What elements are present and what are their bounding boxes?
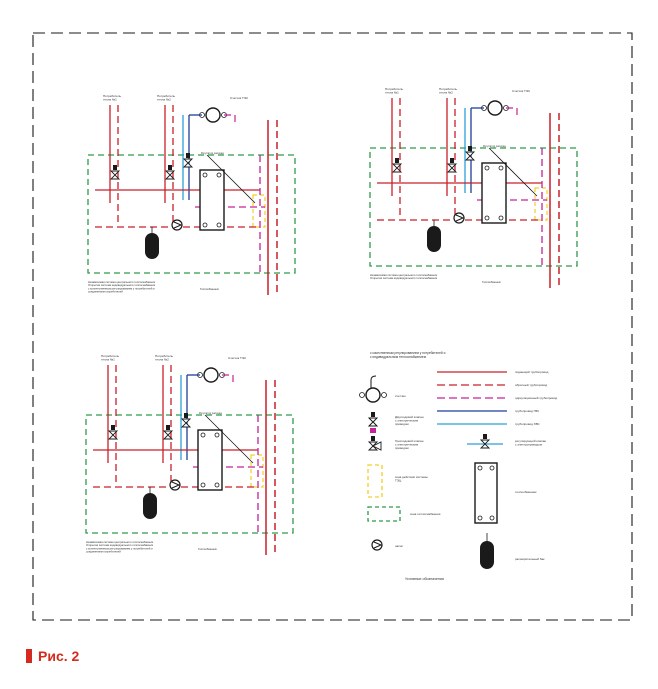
heat-exchanger: [197, 429, 223, 491]
expansion-tank: [145, 227, 159, 259]
legend-right-4: трубопровод ХВС: [515, 422, 541, 426]
legend-right-1: обратный трубопровод: [515, 383, 547, 387]
legend-left-4: зона теплоснабжения: [410, 512, 441, 516]
control-link: [206, 154, 256, 204]
tec-zone: [250, 454, 264, 488]
legend-left-1: Двухходовой клапан с электрическим приво…: [395, 415, 424, 426]
meter-circulation: [224, 114, 236, 125]
expansion-tank-icon: [480, 533, 494, 569]
valve-consumer-2: [164, 165, 176, 180]
meter-symbol: [199, 107, 227, 123]
meter-symbol: [359, 375, 387, 403]
legend-right-6: теплообменник: [515, 490, 537, 494]
legend-left-5: насос: [395, 544, 404, 548]
legend-right-3: трубопровод ГВС: [515, 409, 540, 413]
scheme-notes: Независимая система центрального теплосн…: [86, 540, 154, 554]
legend-left-3: зона действия системы ТЭЦ: [395, 475, 429, 483]
valve-label: Регулятор расхода: [199, 411, 222, 415]
control-link: [488, 147, 538, 197]
expansion-tank: [143, 487, 157, 519]
circulation-pump: [169, 479, 181, 491]
valve-hot-water: [464, 146, 476, 161]
valve-hot-water: [180, 413, 192, 428]
loop-label: Теплообменник: [200, 287, 220, 291]
meter-symbol: [481, 100, 509, 116]
heat-exchanger-icon: [474, 462, 498, 524]
heat-zone-symbol: [367, 506, 401, 522]
legend-left-2: Трехходовой клапан с электрическим приво…: [395, 439, 424, 450]
circulation-pump: [453, 212, 465, 224]
valve-hot-water: [182, 153, 194, 168]
scheme-notes: Независимая система центрального теплосн…: [370, 273, 438, 280]
loop-label: Теплообменник: [198, 547, 218, 551]
meter-label: Счетчик ТЭС: [512, 89, 531, 93]
valve-consumer-1: [391, 158, 403, 173]
heat-exchanger: [481, 162, 507, 224]
loop-label: Теплообменник: [482, 280, 502, 284]
three-way-valve-icon: [367, 436, 382, 451]
heat-exchanger: [199, 169, 225, 231]
meter-label: Счетчик ТЭС: [228, 356, 247, 360]
figure-caption: Рис. 2: [26, 648, 79, 664]
scheme-notes: Независимая система центрального теплосн…: [88, 280, 156, 294]
two-way-valve-icon: [367, 412, 379, 433]
heat-supply-zone: [369, 147, 578, 267]
pump-icon: [371, 539, 383, 551]
legend-left-0: счетчик: [395, 394, 406, 398]
tec-zone: [534, 187, 548, 221]
legend-right-0: подающий трубопровод: [515, 370, 549, 374]
meter-symbol: [197, 367, 225, 383]
expansion-tank: [427, 220, 441, 252]
valve-consumer-2: [162, 425, 174, 440]
valve-consumer-2: [446, 158, 458, 173]
heat-supply-zone: [85, 414, 294, 534]
caption-marker: [26, 649, 32, 663]
legend-heading: с качественным регулированием у потребит…: [370, 351, 446, 359]
legend-right-5: регулирующий клапан с электроприводом: [515, 439, 547, 447]
tec-zone: [252, 194, 266, 228]
valve-consumer-1: [109, 165, 121, 180]
legend-right-7: расширительный бак: [515, 557, 545, 561]
legend-title: Условные обозначения: [405, 577, 444, 581]
legend-right-2: циркуляционный трубопровод: [515, 396, 557, 400]
tec-zone-symbol: [367, 464, 383, 498]
heat-supply-zone: [87, 154, 296, 274]
control-link: [204, 414, 254, 464]
circulation-pump: [171, 219, 183, 231]
valve-label: Регулятор расхода: [483, 144, 506, 148]
legend: с качественным регулированием у потребит…: [359, 351, 557, 581]
figure-label: Рис. 2: [38, 648, 80, 664]
meter-label: Счетчик ТЭС: [230, 96, 249, 100]
valve-label: Регулятор расхода: [201, 151, 224, 155]
sheet-border: [32, 32, 633, 621]
meter-circulation: [222, 374, 234, 385]
control-valve-icon: [467, 434, 503, 449]
valve-consumer-1: [107, 425, 119, 440]
meter-circulation: [506, 107, 518, 118]
